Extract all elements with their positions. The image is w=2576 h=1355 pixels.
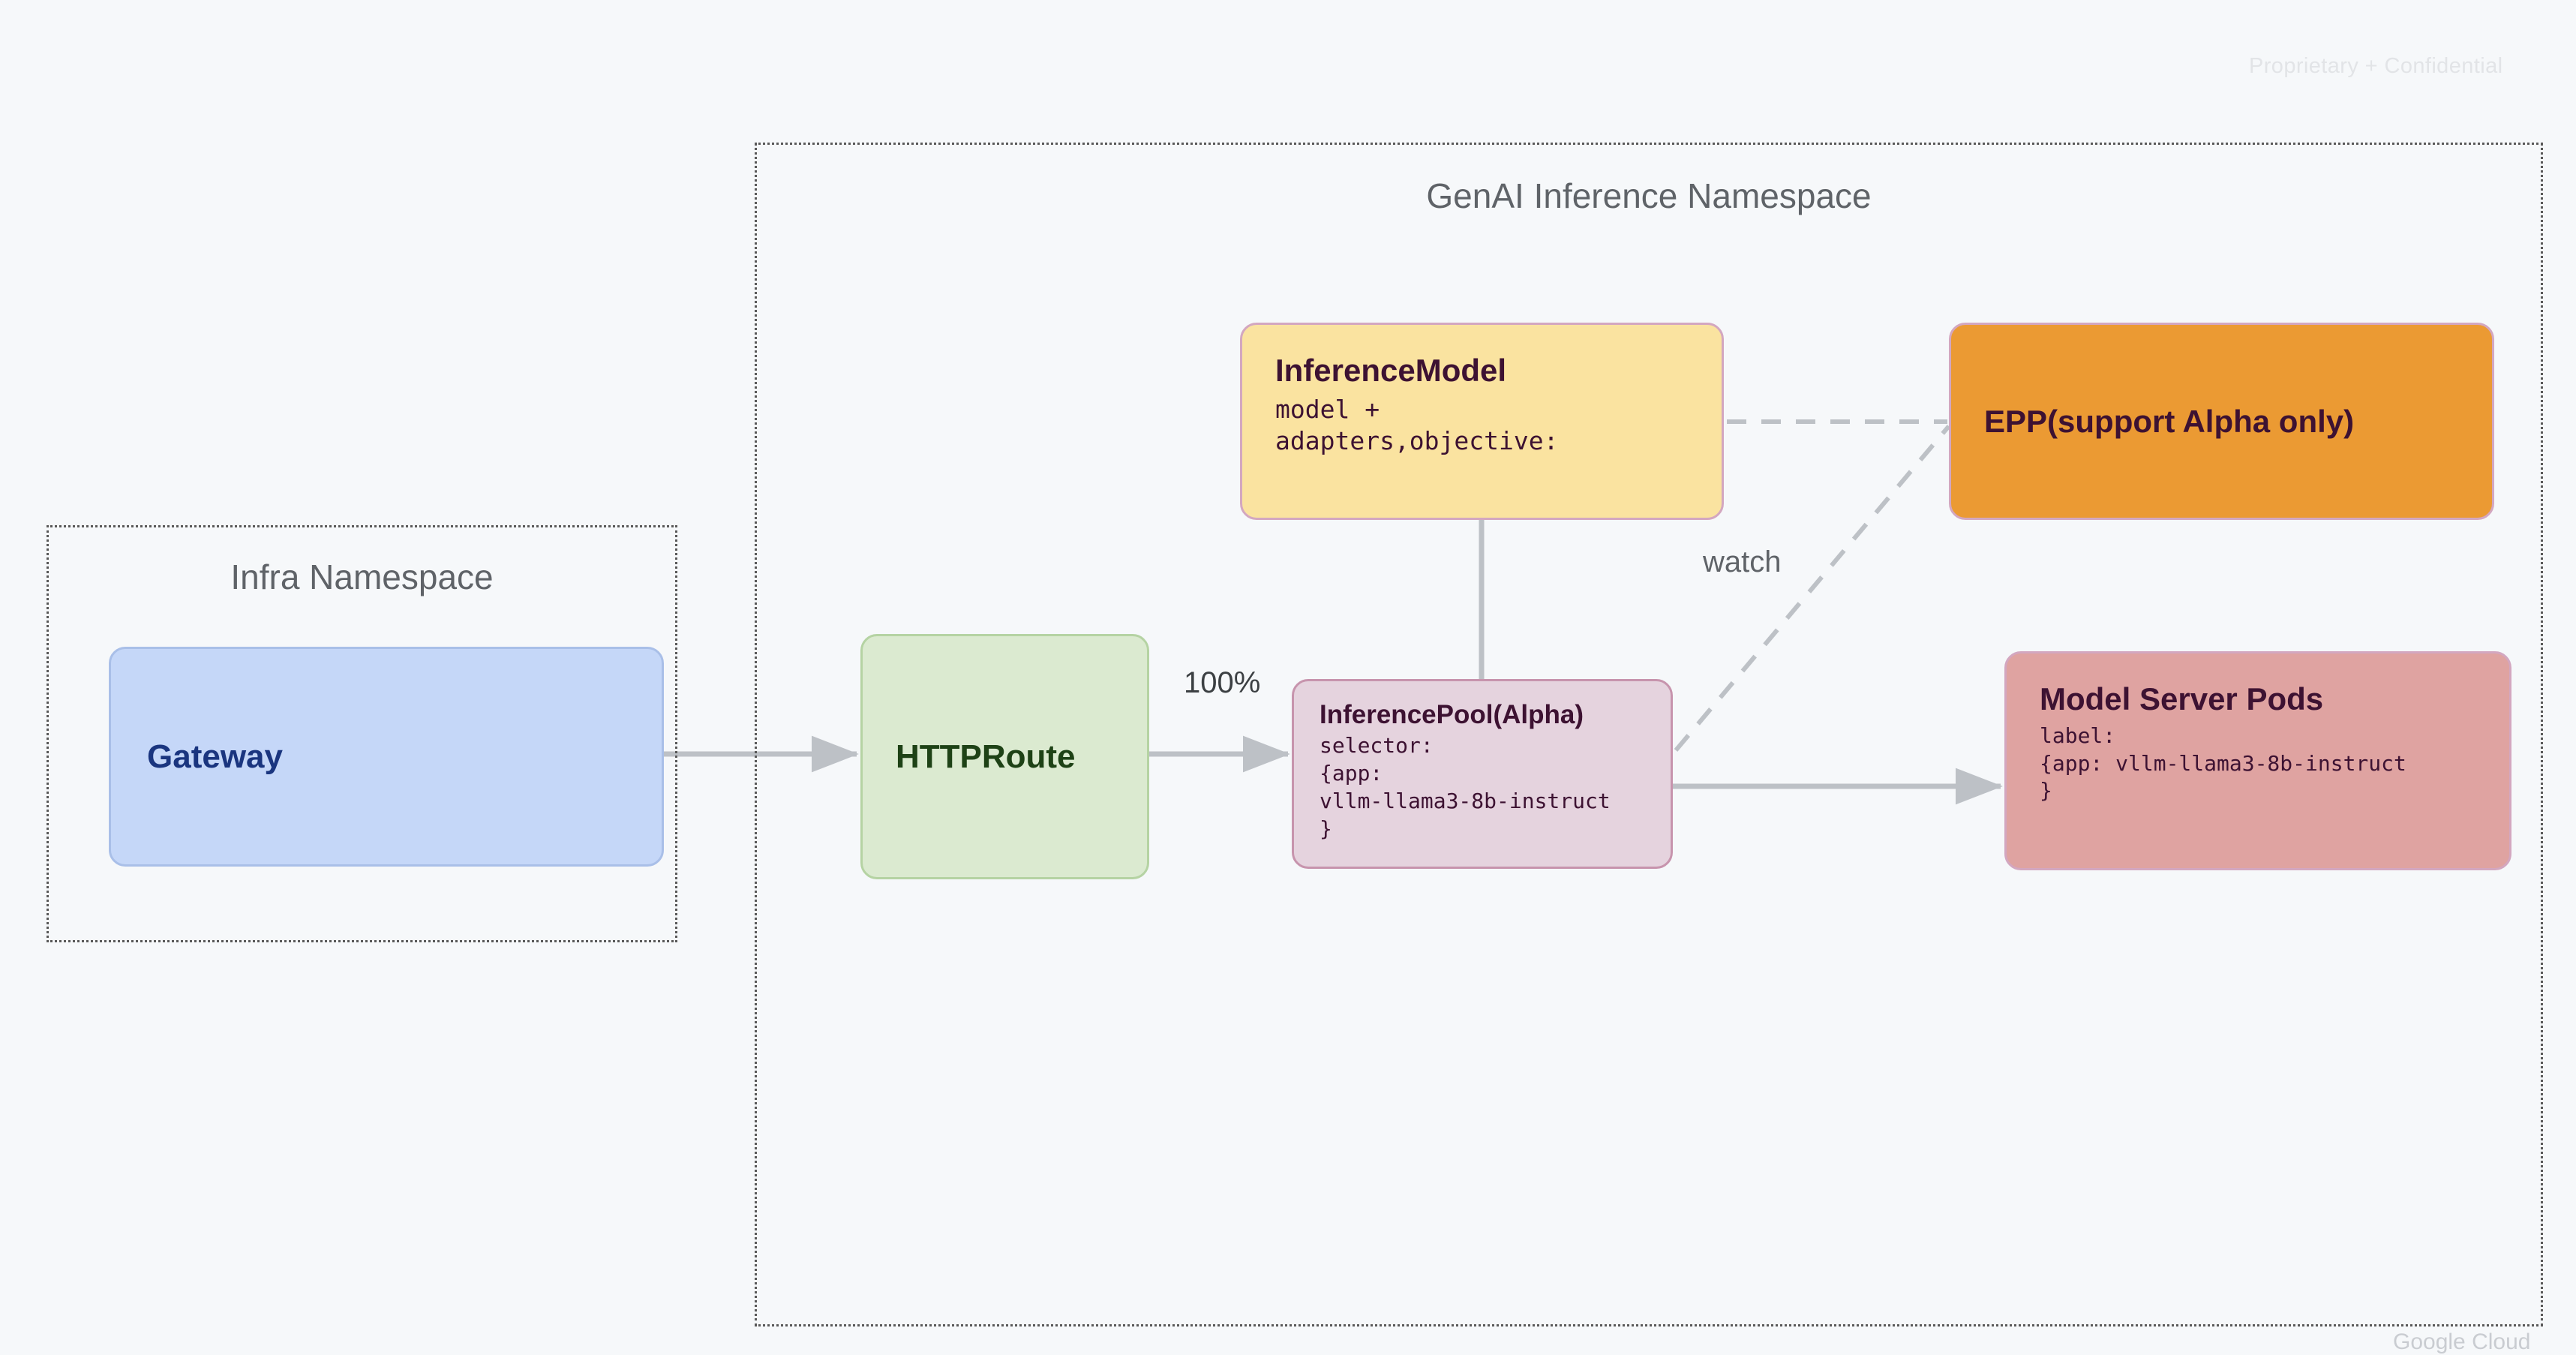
group-genai-inference-namespace: [755, 143, 2543, 1326]
node-gateway-title: Gateway: [147, 738, 283, 775]
bottom-watermark: Google Cloud: [2393, 1329, 2531, 1354]
node-epp[interactable]: EPP(support Alpha only): [1949, 323, 2494, 520]
node-model-server-pods[interactable]: Model Server Pods label: {app: vllm-llam…: [2004, 651, 2511, 870]
group-infra-namespace: [47, 525, 677, 942]
node-gateway[interactable]: Gateway: [109, 647, 664, 867]
proprietary-watermark: Proprietary + Confidential: [2249, 54, 2503, 78]
node-inferencepool-title: InferencePool(Alpha): [1320, 700, 1584, 729]
node-model-server-pods-spec: label: {app: vllm-llama3-8b-instruct }: [2040, 723, 2406, 804]
edge-inferencepool-to-epp-dashed: [1674, 425, 1951, 752]
group-genai-inference-namespace-label: GenAI Inference Namespace: [1426, 176, 1872, 215]
group-infra-namespace-label: Infra Namespace: [230, 557, 494, 596]
node-inferencepool[interactable]: InferencePool(Alpha) selector: {app: vll…: [1292, 679, 1673, 869]
node-inferencepool-spec: selector: {app: vllm-llama3-8b-instruct …: [1320, 733, 1611, 842]
node-inferencemodel-title: InferenceModel: [1275, 353, 1507, 388]
node-httproute[interactable]: HTTPRoute: [860, 634, 1149, 879]
node-httproute-title: HTTPRoute: [896, 738, 1076, 775]
node-inferencemodel[interactable]: InferenceModel model + adapters,objectiv…: [1240, 323, 1724, 520]
node-model-server-pods-title: Model Server Pods: [2040, 681, 2324, 717]
node-inferencemodel-spec: model + adapters,objective:: [1275, 394, 1559, 455]
edge-label-watch: watch: [1703, 545, 1782, 578]
edge-label-traffic-weight: 100%: [1184, 666, 1261, 699]
node-epp-title: EPP(support Alpha only): [1984, 403, 2355, 439]
